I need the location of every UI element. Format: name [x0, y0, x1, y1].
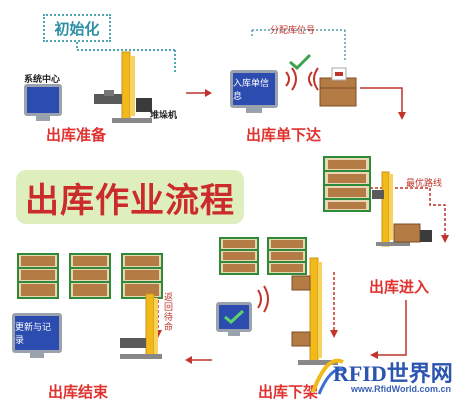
rfid-wave-icon: [257, 285, 269, 313]
best-route-path: [370, 187, 449, 243]
stacker-crane-icon: [120, 293, 162, 359]
rfid-world-logo: RFID世界网 www.RfidWorld.com.cn: [307, 352, 467, 400]
shelf-rack-icon: [323, 156, 371, 212]
monitor-stand: [30, 353, 44, 358]
rfid-wave-icon: [285, 67, 319, 91]
stacker-crane-icon: [291, 257, 338, 365]
step-label-order: 出库单下达: [246, 127, 322, 144]
arrow-icon: [186, 89, 212, 97]
step-label-remove: 出库下架: [258, 384, 319, 401]
step-label-finish: 出库结束: [48, 384, 109, 401]
monitor-icon: 更新与记录: [12, 313, 62, 353]
monitor-icon: 入库单信息: [230, 70, 278, 108]
monitor-stand: [228, 332, 240, 336]
init-label: 初始化: [54, 20, 100, 38]
stacker-label: 堆垛机: [150, 110, 178, 120]
system-center-label: 系统中心: [24, 74, 61, 84]
step-label-prepare: 出库准备: [46, 127, 107, 144]
best-route-label: 最优路线: [406, 178, 443, 188]
check-icon: [289, 53, 312, 71]
arrow-icon: [360, 87, 406, 120]
arrow-icon: [185, 356, 212, 364]
monitor-stand: [246, 108, 262, 113]
stacker-crane-icon: [94, 51, 152, 123]
shelf-rack-icon: [17, 253, 163, 299]
cargo-box-icon: [393, 223, 432, 243]
return-standby-label: 返回待命: [163, 292, 173, 332]
arrow-icon: [370, 300, 407, 359]
assign-slot-label: 分配库位号: [270, 25, 316, 35]
step-label-enter: 出库进入: [369, 279, 430, 296]
logo-main-text: RFID世界网: [333, 361, 453, 386]
monitor-icon: [216, 302, 252, 332]
logo-sub-text: www.RfidWorld.com.cn: [351, 384, 452, 394]
inbound-info-label: 入库单信息: [233, 78, 270, 101]
update-record-label: 更新与记录: [15, 322, 52, 345]
main-title: 出库作业流程: [16, 170, 244, 224]
monitor-icon: [24, 84, 62, 116]
check-icon: [224, 309, 245, 324]
shelf-rack-icon: [219, 237, 307, 275]
monitor-stand: [36, 116, 50, 121]
cargo-box-icon: [319, 67, 357, 107]
lower-path: [330, 272, 338, 338]
init-label-box: 初始化: [43, 14, 111, 42]
rfid-logo-icon: [311, 358, 344, 395]
